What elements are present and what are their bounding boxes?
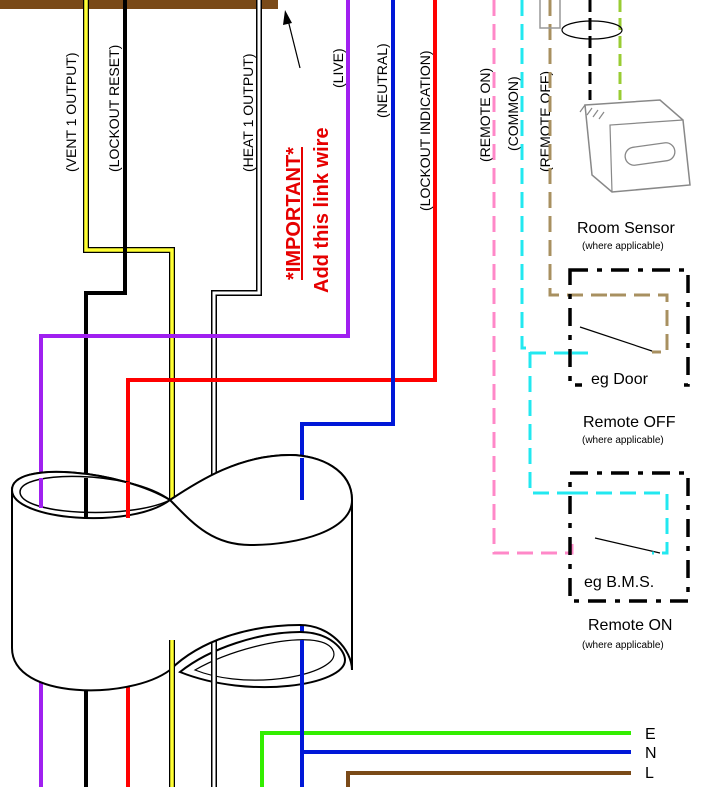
live-supply-wire	[346, 771, 631, 787]
wire-label-group: (VENT 1 OUTPUT) (LOCKOUT RESET) (HEAT 1 …	[63, 43, 553, 293]
label-live: (LIVE)	[330, 48, 346, 88]
remote-off-device: eg Door	[591, 371, 649, 388]
tan-wire	[548, 0, 610, 297]
supply-wires: E N L	[260, 672, 657, 787]
important-heading: *IMPORTANT*	[283, 147, 305, 280]
label-lockout-reset: (LOCKOUT RESET)	[106, 45, 122, 172]
supply-label-n: N	[645, 745, 657, 762]
label-heat1-output: (HEAT 1 OUTPUT)	[240, 54, 256, 173]
label-vent1-output: (VENT 1 OUTPUT)	[63, 52, 79, 172]
room-sensor-device	[579, 99, 691, 193]
remote-on-switch-box	[568, 471, 690, 603]
pink-wire	[492, 0, 574, 555]
important-instruction: Add this link wire	[311, 127, 333, 293]
supply-label-l: L	[645, 765, 654, 782]
room-sensor-note: (where applicable)	[582, 241, 664, 252]
arrow-to-link	[283, 10, 301, 69]
label-common: (COMMON)	[505, 76, 521, 151]
label-remote-on: (REMOTE ON)	[477, 68, 493, 162]
remote-wires	[492, 0, 623, 555]
cyan-wire	[520, 0, 572, 495]
supply-label-e: E	[645, 726, 656, 743]
wire-exits	[39, 458, 304, 690]
wires-below-sleeve	[39, 694, 217, 787]
remote-on-device: eg B.M.S.	[584, 574, 654, 591]
remote-on-title: Remote ON	[588, 617, 672, 634]
remote-off-note: (where applicable)	[582, 435, 664, 446]
brown-link-bar	[0, 0, 278, 9]
room-sensor-title: Room Sensor	[577, 220, 675, 237]
label-neutral: (NEUTRAL)	[374, 43, 390, 118]
remote-on-note: (where applicable)	[582, 640, 664, 651]
remote-off-title: Remote OFF	[583, 414, 676, 431]
earth-wire	[260, 731, 631, 787]
neutral-supply-wire	[300, 672, 631, 754]
label-lockout-indication: (LOCKOUT INDICATION)	[417, 51, 433, 212]
